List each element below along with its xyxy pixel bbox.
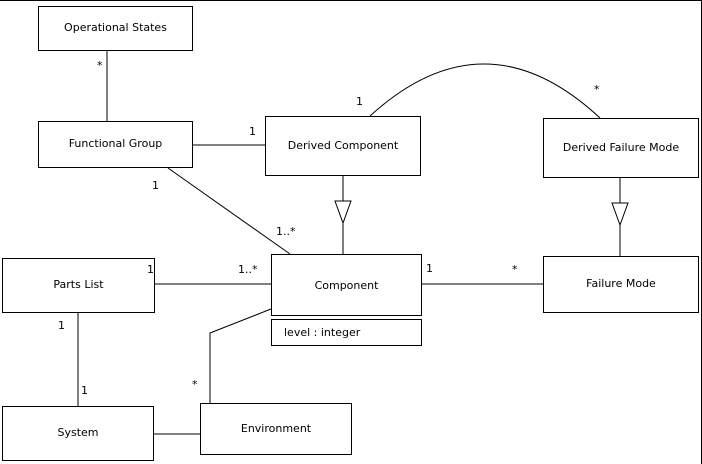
multiplicity-parts-list-component-near: 1 — [147, 263, 154, 276]
class-name-derived-failure-mode: Derived Failure Mode — [562, 140, 680, 154]
class-name-derived-component: Derived Component — [287, 138, 399, 152]
class-name-environment: Environment — [240, 421, 312, 435]
multiplicity-parts-list-system-near: 1 — [58, 319, 65, 332]
generalization-arrow-component — [334, 200, 352, 225]
multiplicity-functional-group-component-near: 1 — [152, 179, 159, 192]
class-attribute-level: level : integer — [284, 326, 361, 339]
class-name-operational-states: Operational States — [64, 21, 167, 35]
multiplicity-functional-group-derived-component: 1 — [249, 125, 256, 138]
class-name-component: Component — [314, 278, 379, 292]
multiplicity-parts-list-component-far: 1..* — [238, 263, 258, 276]
class-component-attribute-compartment: level : integer — [271, 319, 422, 346]
class-system: System — [2, 406, 154, 461]
class-parts-list: Parts List — [2, 258, 155, 313]
class-name-system: System — [57, 426, 99, 440]
class-name-functional-group: Functional Group — [68, 137, 163, 151]
class-name-parts-list: Parts List — [53, 278, 104, 292]
class-derived-component: Derived Component — [265, 116, 421, 176]
edge-derived-component-derived-failure-mode-arc — [369, 63, 601, 119]
edge-functional-group-component — [167, 167, 291, 255]
class-name-failure-mode: Failure Mode — [586, 277, 656, 291]
multiplicity-parts-list-system-far: 1 — [81, 384, 88, 397]
class-functional-group: Functional Group — [38, 121, 193, 168]
multiplicity-component-failure-mode-near: 1 — [426, 262, 433, 275]
class-environment: Environment — [200, 403, 352, 455]
multiplicity-derived-component-arc: 1 — [356, 95, 363, 108]
multiplicity-derived-failure-mode-arc: * — [594, 83, 600, 96]
class-derived-failure-mode: Derived Failure Mode — [543, 118, 699, 178]
multiplicity-component-failure-mode-far: * — [512, 263, 518, 276]
multiplicity-operational-states-functional-group: * — [97, 59, 103, 72]
class-failure-mode: Failure Mode — [543, 256, 699, 313]
class-operational-states: Operational States — [38, 6, 193, 51]
generalization-arrow-failure-mode — [611, 202, 629, 227]
class-component-name-compartment: Component — [271, 254, 422, 316]
multiplicity-functional-group-component-far: 1..* — [276, 225, 296, 238]
class-component: Component level : integer — [271, 254, 422, 346]
edge-environment-component — [209, 308, 272, 403]
multiplicity-environment-component-near: * — [192, 378, 198, 391]
